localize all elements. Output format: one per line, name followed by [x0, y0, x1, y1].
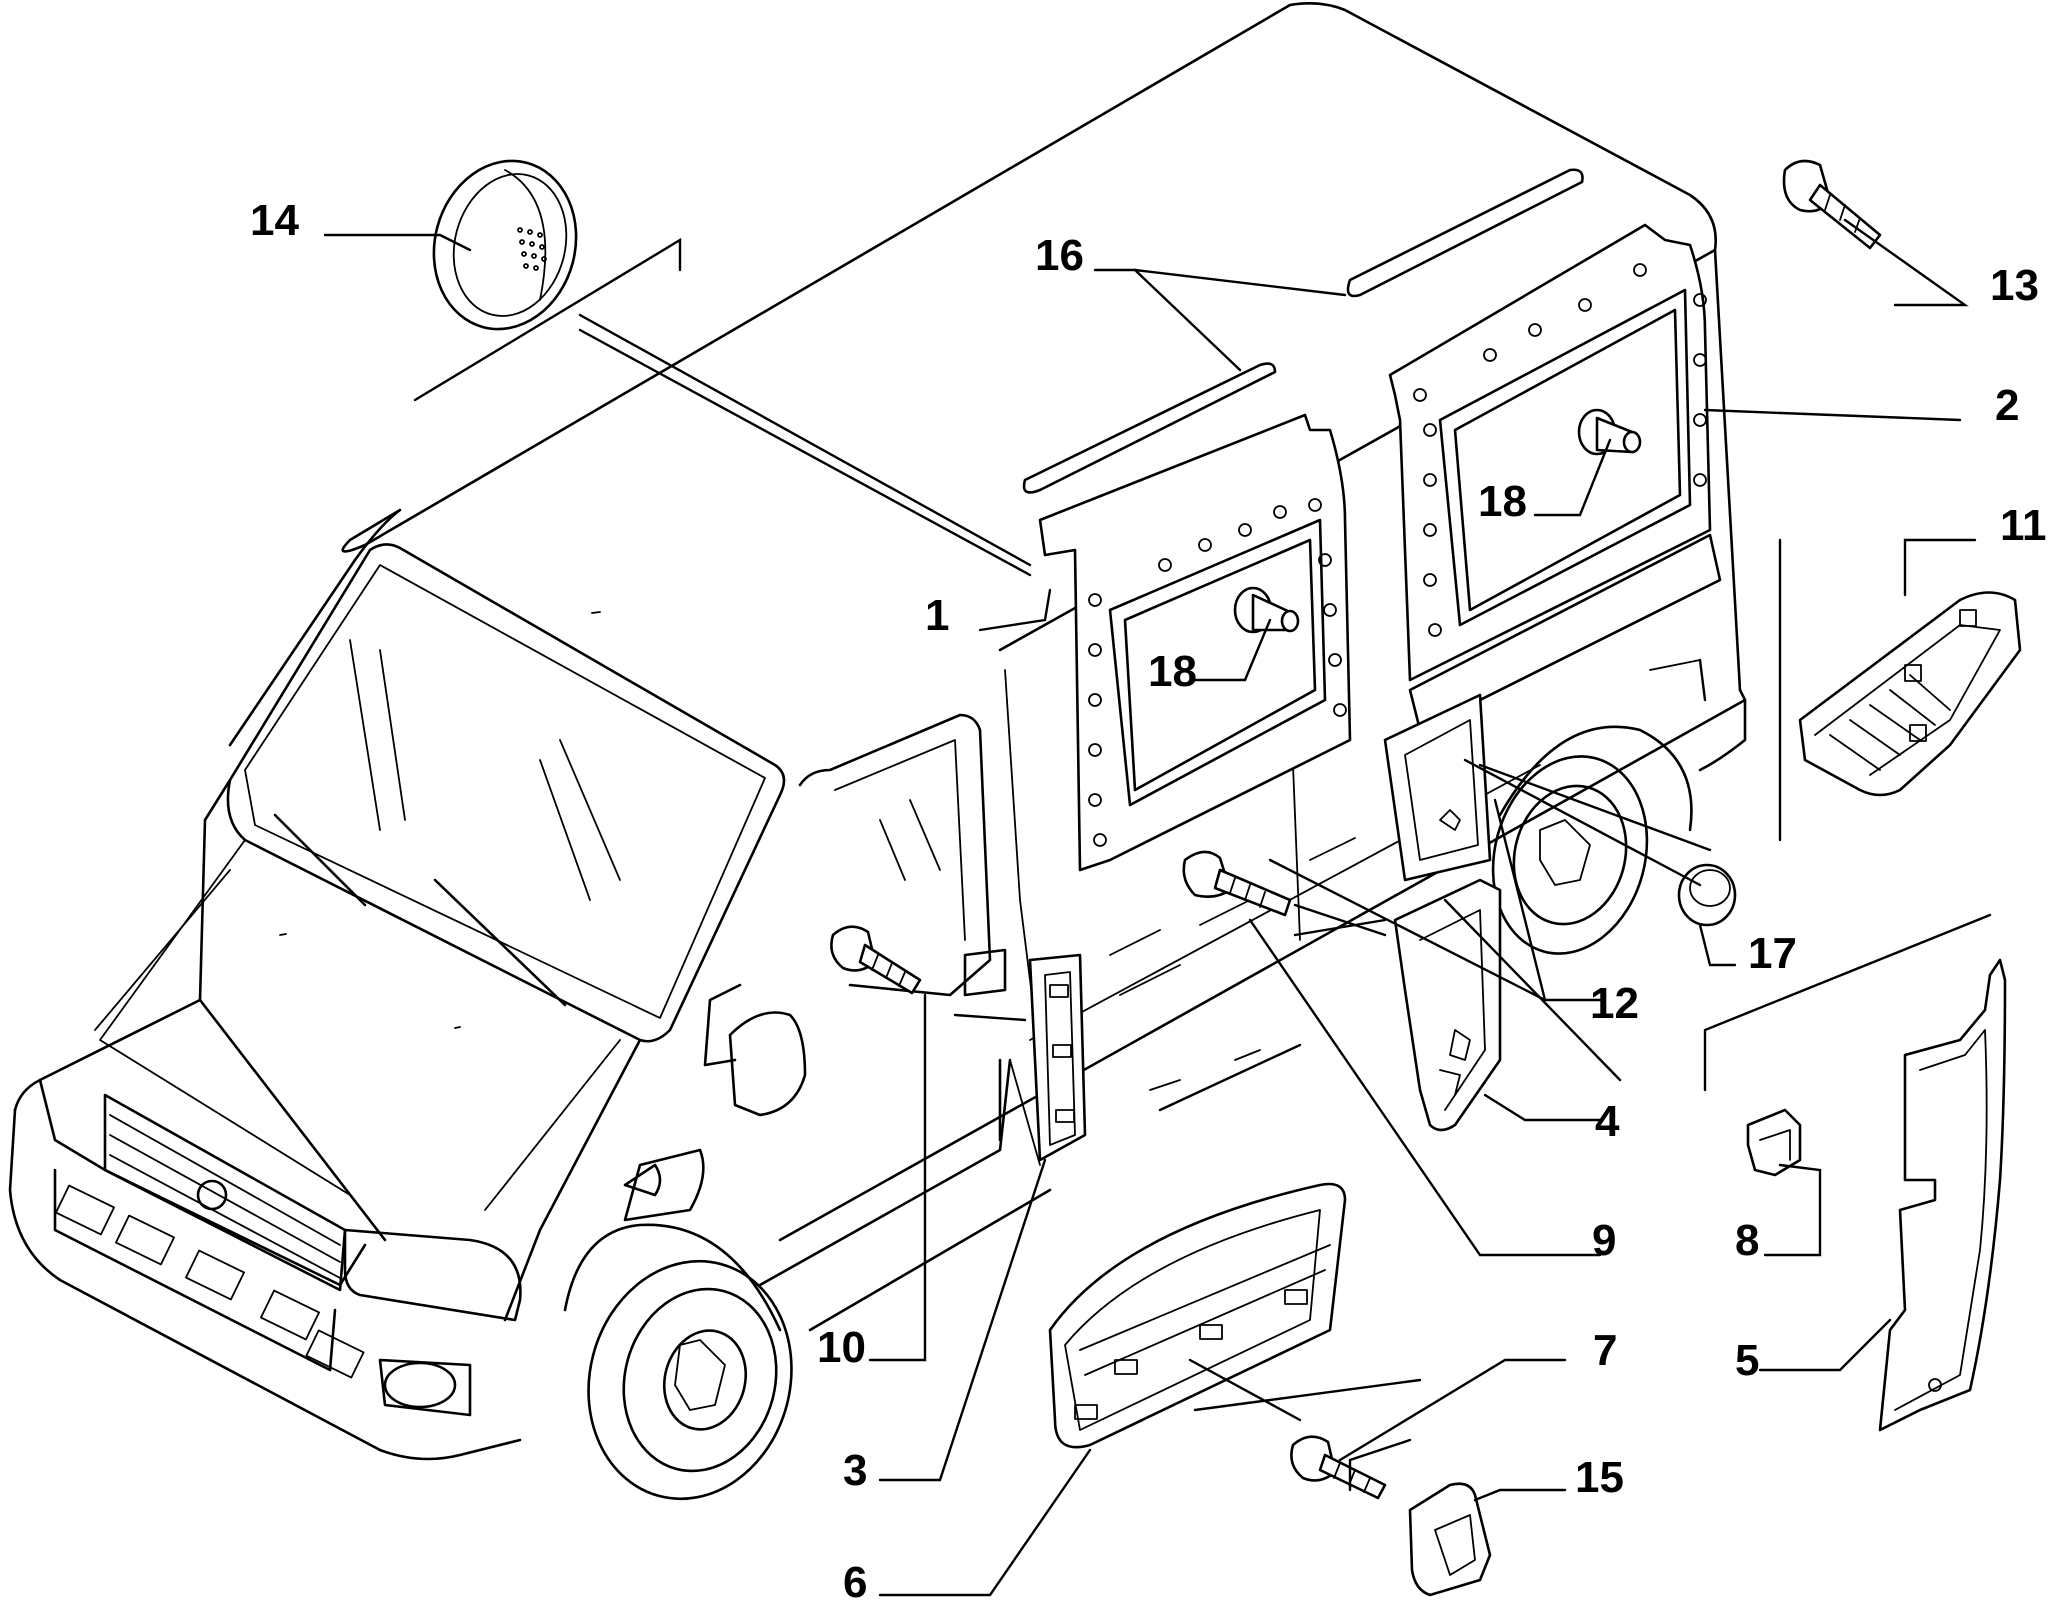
callout-8: 8 [1735, 1216, 1759, 1265]
strip-3 [1028, 953, 1087, 1162]
callout-7: 7 [1593, 1326, 1617, 1375]
van-body [8, 2, 1747, 1501]
screw-10 [830, 925, 922, 995]
callout-16: 16 [1035, 231, 1084, 280]
callout-5: 5 [1735, 1336, 1759, 1385]
callout-9: 9 [1592, 1216, 1616, 1265]
window-frame-rear [1388, 223, 1722, 732]
callout-17: 17 [1748, 929, 1797, 978]
callout-1: 1 [925, 591, 949, 640]
callout-10: 10 [817, 1323, 866, 1372]
trim-panel-6 [1048, 1182, 1347, 1449]
roof-strip-rear [1346, 168, 1584, 298]
speaker-grille-part [432, 159, 578, 331]
roof-strip-front [1022, 362, 1277, 494]
window-frame-front [1038, 413, 1352, 872]
callout-3: 3 [843, 1446, 867, 1495]
bracket-4 [1393, 878, 1502, 1132]
callout-4: 4 [1595, 1097, 1620, 1146]
callout-12: 12 [1590, 979, 1639, 1028]
clip-8 [1746, 1108, 1802, 1177]
callout-15: 15 [1575, 1453, 1624, 1502]
plug-18-front [1233, 586, 1300, 634]
callout-18-rear: 18 [1478, 477, 1527, 526]
callout-2: 2 [1995, 381, 2019, 430]
trim-panel-11 [1798, 591, 2022, 797]
bracket-12 [1383, 693, 1492, 882]
callout-6: 6 [843, 1558, 867, 1603]
screw-7 [1290, 1435, 1387, 1500]
callout-labels: 14 16 13 2 11 18 1 18 17 12 4 9 8 10 7 5… [250, 196, 2047, 1603]
callout-14: 14 [250, 196, 299, 245]
callout-11: 11 [2000, 501, 2047, 550]
clip-15 [1408, 1482, 1492, 1597]
leader-lines [323, 218, 1992, 1597]
callout-18-front: 18 [1148, 647, 1197, 696]
cap-17 [1677, 863, 1737, 927]
trim-panel-5 [1878, 958, 2007, 1432]
callout-13: 13 [1990, 261, 2039, 310]
plug-18-rear [1577, 408, 1642, 456]
screw-9 [1182, 850, 1292, 917]
